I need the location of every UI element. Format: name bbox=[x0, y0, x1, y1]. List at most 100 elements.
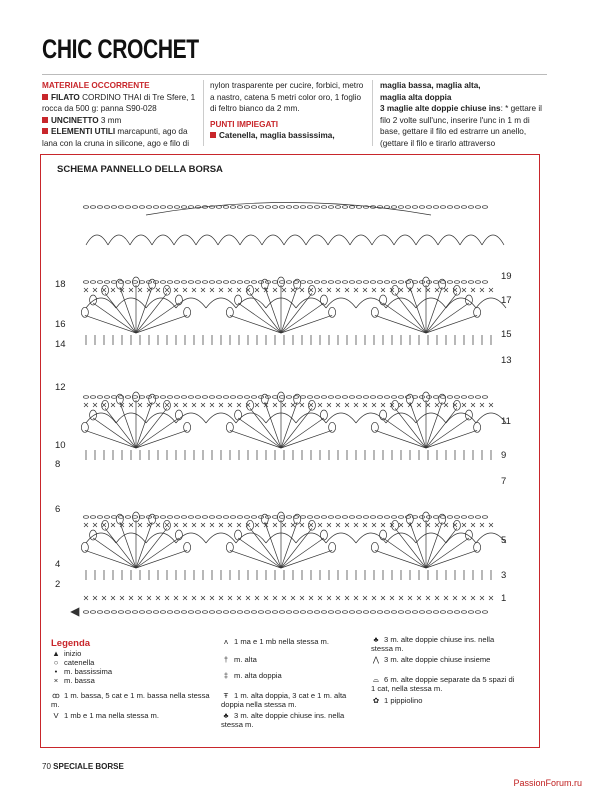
chain-row bbox=[181, 280, 187, 284]
sc-row bbox=[101, 595, 107, 601]
chain-row bbox=[195, 280, 201, 284]
chain-row bbox=[335, 610, 341, 614]
chain-row bbox=[279, 610, 285, 614]
chain-row bbox=[468, 610, 474, 614]
chain-row bbox=[97, 610, 103, 614]
cluster-stitch bbox=[328, 421, 336, 433]
chain-row bbox=[363, 515, 369, 519]
sc-row bbox=[425, 287, 431, 293]
sc-row bbox=[164, 287, 170, 293]
chain-row bbox=[468, 515, 474, 519]
cluster-join-icon: ⋀ bbox=[372, 655, 380, 664]
chain-row bbox=[230, 610, 236, 614]
fan-stitch bbox=[237, 302, 282, 334]
chain-row bbox=[293, 610, 299, 614]
sc-row bbox=[362, 402, 368, 408]
chain-arch bbox=[205, 532, 237, 544]
dot-icon: • bbox=[54, 667, 58, 676]
legend-item: ✿1 pippiolino bbox=[371, 696, 516, 705]
row-number-right-13: 13 bbox=[501, 355, 512, 366]
top-scallop bbox=[107, 234, 131, 246]
bullet-square-icon bbox=[42, 116, 48, 123]
fan-stitch bbox=[409, 522, 427, 569]
chain-row bbox=[293, 205, 299, 209]
sc-row bbox=[236, 287, 242, 293]
fan-stitch bbox=[237, 537, 282, 569]
chain-row bbox=[160, 395, 166, 399]
chain-row bbox=[412, 395, 418, 399]
chain-row bbox=[83, 395, 89, 399]
chain-row bbox=[216, 515, 222, 519]
fan-stitch bbox=[135, 302, 180, 334]
chain-row bbox=[251, 610, 257, 614]
fan-stitch bbox=[425, 537, 470, 569]
cluster-stitch bbox=[234, 409, 242, 421]
chain-row bbox=[328, 280, 334, 284]
fan-stitch bbox=[280, 417, 325, 449]
cluster-stitch bbox=[115, 278, 124, 290]
sc-row bbox=[290, 522, 296, 528]
top-scallop bbox=[129, 234, 153, 246]
chain-row bbox=[104, 515, 110, 519]
fan-stitch bbox=[229, 549, 282, 569]
sc-row bbox=[191, 522, 197, 528]
top-scallop bbox=[393, 234, 417, 246]
fan-stitch bbox=[280, 549, 333, 569]
chain-row bbox=[223, 395, 229, 399]
cluster-stitch bbox=[320, 409, 328, 421]
materials-continued-text: nylon trasparente per cucire, forbici, m… bbox=[210, 81, 364, 114]
chain-row bbox=[104, 205, 110, 209]
chain-row bbox=[153, 280, 159, 284]
chain-row bbox=[265, 280, 271, 284]
chain-row bbox=[419, 280, 425, 284]
sc-row bbox=[371, 402, 377, 408]
sc-row bbox=[317, 595, 323, 601]
chain-row bbox=[475, 280, 481, 284]
row-number-left-14: 14 bbox=[55, 339, 66, 350]
sc-row bbox=[146, 595, 152, 601]
sc-row bbox=[182, 287, 188, 293]
sc-row bbox=[254, 595, 260, 601]
legend-item: ♣3 m. alte doppie chiuse ins. nella stes… bbox=[371, 635, 516, 653]
cluster-stitch bbox=[453, 519, 461, 531]
column-divider bbox=[372, 80, 373, 146]
cluster-stitch bbox=[183, 306, 191, 318]
sc-row bbox=[254, 287, 260, 293]
chain-row bbox=[293, 280, 299, 284]
sc-row bbox=[254, 522, 260, 528]
chain-row bbox=[125, 205, 131, 209]
chain-row bbox=[391, 280, 397, 284]
chain-row bbox=[146, 205, 152, 209]
chain-row bbox=[461, 610, 467, 614]
chain-row bbox=[83, 280, 89, 284]
cluster-stitch bbox=[148, 278, 157, 290]
chain-row bbox=[426, 205, 432, 209]
cluster-stitch bbox=[293, 393, 302, 405]
fan-stitch bbox=[249, 408, 282, 449]
cluster-stitch bbox=[226, 541, 234, 553]
chain-row bbox=[391, 395, 397, 399]
fan-stitch bbox=[229, 429, 282, 449]
chain-row bbox=[468, 205, 474, 209]
chain-arch bbox=[115, 412, 147, 424]
sc-row bbox=[299, 595, 305, 601]
fan-stitch bbox=[280, 287, 298, 334]
chain-row bbox=[412, 610, 418, 614]
chain-row bbox=[202, 515, 208, 519]
row-number-left-8: 8 bbox=[55, 459, 61, 470]
chain-row bbox=[195, 515, 201, 519]
sc-row bbox=[362, 287, 368, 293]
sc-row bbox=[245, 287, 251, 293]
chain-row bbox=[230, 395, 236, 399]
sc-row bbox=[227, 402, 233, 408]
sc-row bbox=[470, 522, 476, 528]
chain-row bbox=[370, 610, 376, 614]
chain-arch bbox=[115, 297, 147, 309]
chain-row bbox=[83, 205, 89, 209]
legend-label: m. bassissima bbox=[64, 667, 113, 676]
bullet-square-icon bbox=[42, 128, 48, 135]
chain-arch bbox=[85, 412, 117, 424]
sc-row bbox=[416, 595, 422, 601]
sc-row bbox=[326, 287, 332, 293]
